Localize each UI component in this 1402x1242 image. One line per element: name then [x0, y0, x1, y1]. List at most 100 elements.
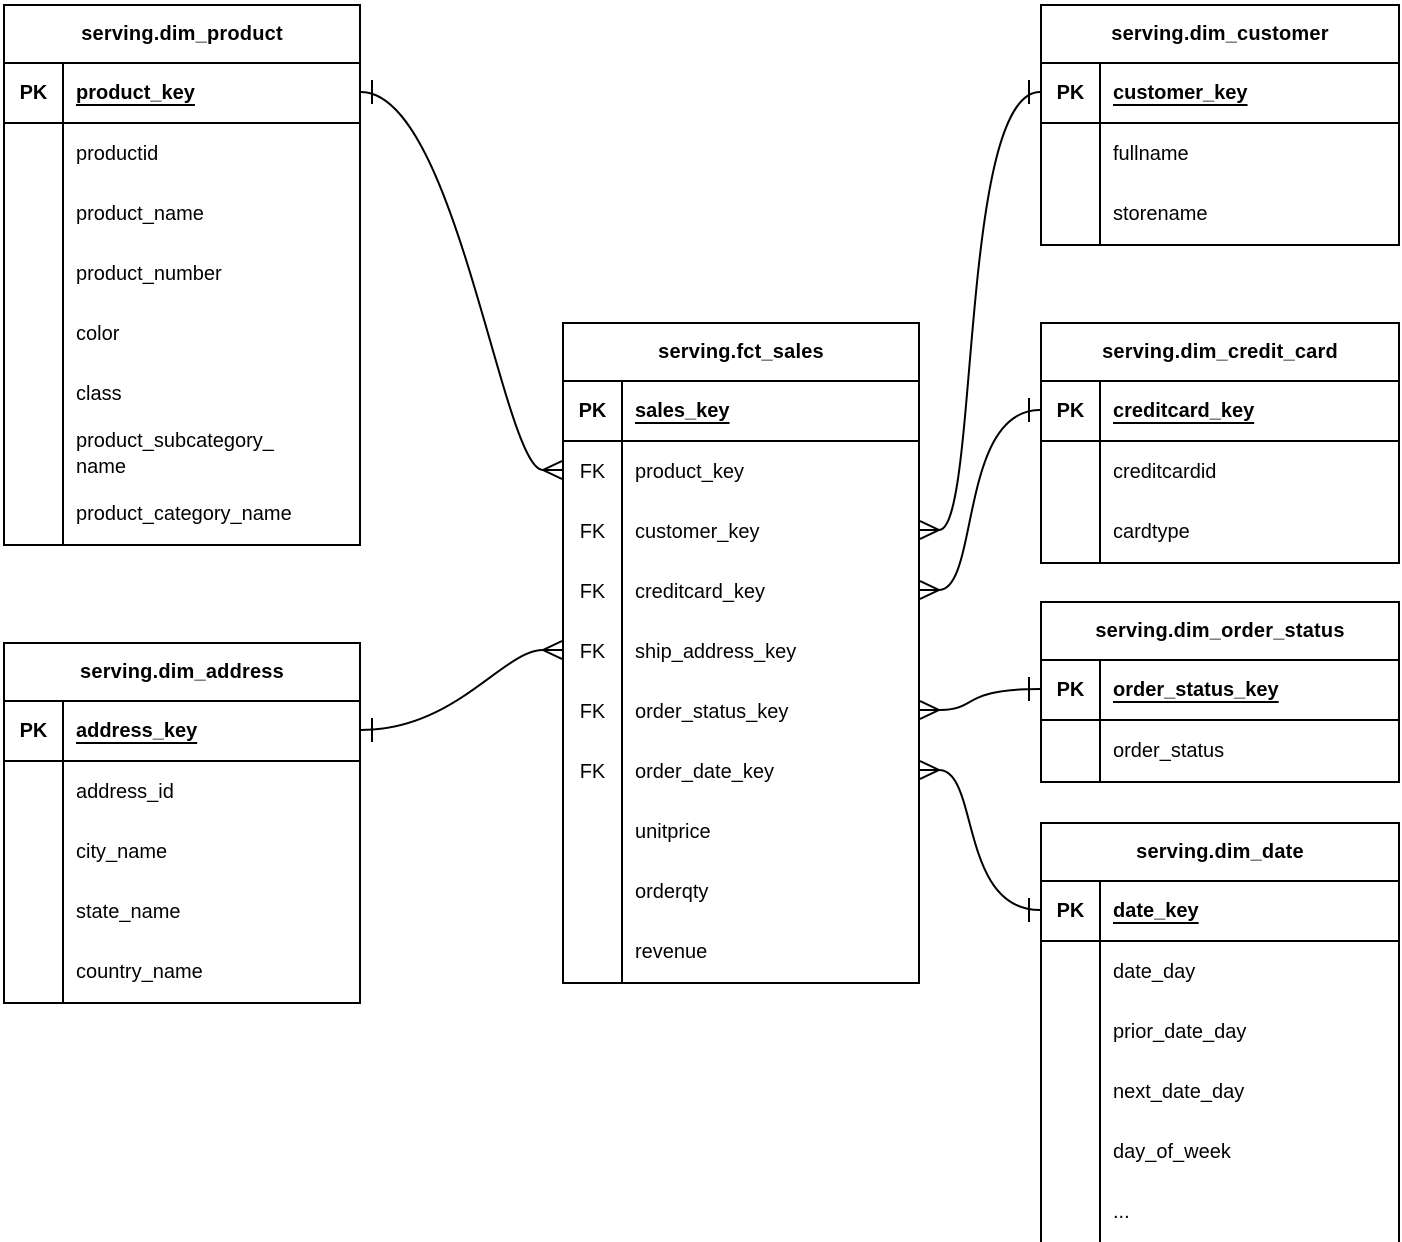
field-row-day-of-week: day_of_week — [1042, 1122, 1398, 1182]
relation-curve — [938, 769, 1041, 911]
crow-foot-many-marker — [919, 520, 940, 540]
field-row-ship-address-key: FK ship_address_key — [564, 622, 918, 682]
field-name: date_key — [1113, 900, 1199, 922]
field-row-creditcardid: creditcardid — [1042, 442, 1398, 502]
pk-tag: PK — [1056, 678, 1085, 701]
fk-tag: FK — [579, 460, 606, 483]
field-row-city-name: city_name — [5, 822, 359, 882]
relation-dim-date-to-fct-sales — [919, 760, 1041, 922]
field-row-revenue: revenue — [564, 922, 918, 982]
relation-dim-address-to-fct-sales — [360, 640, 563, 742]
key-column-divider — [621, 382, 623, 982]
field-row-orderqty: orderqty — [564, 862, 918, 922]
relation-curve — [938, 688, 1041, 711]
fk-tag: FK — [579, 580, 606, 603]
field-row-order-status: order_status — [1042, 721, 1398, 781]
field-name: storename — [1113, 203, 1208, 225]
field-name: address_id — [76, 781, 174, 803]
table-title-dim-address: serving.dim_address — [5, 644, 359, 702]
field-row-next-date-day: next_date_day — [1042, 1062, 1398, 1122]
field-name: class — [76, 383, 122, 405]
crow-foot-many-marker — [542, 640, 563, 660]
field-row-state-name: state_name — [5, 882, 359, 942]
table-body: PK address_key address_id city_name state_na… — [5, 702, 359, 1002]
field-row-storename: storename — [1042, 184, 1398, 244]
field-name: next_date_day — [1113, 1081, 1245, 1103]
field-name: revenue — [635, 941, 708, 963]
field-name: productid — [76, 143, 159, 165]
relation-curve — [360, 91, 544, 471]
relation-curve — [360, 649, 544, 731]
field-name: creditcardid — [1113, 461, 1217, 483]
relation-dim-product-to-fct-sales — [360, 80, 563, 480]
pk-tag: PK — [578, 399, 607, 422]
field-row-fullname: fullname — [1042, 124, 1398, 184]
field-row-country-name: country_name — [5, 942, 359, 1002]
field-row-productid: productid — [5, 124, 359, 184]
field-name: day_of_week — [1113, 1141, 1231, 1163]
field-row-etc: ... — [1042, 1182, 1398, 1242]
field-row-class: class — [5, 364, 359, 424]
field-row-product-category-name: product_category_name — [5, 484, 359, 544]
field-name: fullname — [1113, 143, 1189, 165]
table-title-fct-sales: serving.fct_sales — [564, 324, 918, 382]
key-column-divider — [62, 64, 64, 544]
field-name: sales_key — [635, 400, 730, 422]
pk-row-creditcard-key: PK creditcard_key — [1042, 382, 1398, 442]
field-name: creditcard_key — [1113, 400, 1255, 422]
field-name: product_name — [76, 203, 204, 225]
field-name: cardtype — [1113, 521, 1190, 543]
fk-tag: FK — [579, 520, 606, 543]
table-title-dim-credit-card: serving.dim_credit_card — [1042, 324, 1398, 382]
table-body: PK order_status_key order_status — [1042, 661, 1398, 781]
pk-tag: PK — [19, 719, 48, 742]
field-name: customer_key — [1113, 82, 1248, 104]
relation-curve — [938, 409, 1041, 591]
pk-tag: PK — [1056, 81, 1085, 104]
field-name: order_status_key — [635, 701, 789, 723]
fk-tag: FK — [579, 640, 606, 663]
field-name: creditcard_key — [635, 581, 766, 603]
pk-tag: PK — [1056, 399, 1085, 422]
field-name: order_status_key — [1113, 679, 1279, 701]
field-row-product-name: product_name — [5, 184, 359, 244]
table-title-dim-order-status: serving.dim_order_status — [1042, 603, 1398, 661]
pk-tag: PK — [19, 81, 48, 104]
field-name: order_date_key — [635, 761, 774, 783]
field-name: address_key — [76, 720, 198, 742]
key-column-divider — [1099, 64, 1101, 244]
table-title-dim-customer: serving.dim_customer — [1042, 6, 1398, 64]
field-row-order-date-key: FK order_date_key — [564, 742, 918, 802]
field-name: state_name — [76, 901, 181, 923]
key-column-divider — [1099, 382, 1101, 562]
field-row-creditcard-key: FK creditcard_key — [564, 562, 918, 622]
relation-dim-customer-to-fct-sales — [919, 80, 1041, 540]
field-name: product_number — [76, 263, 222, 285]
field-row-date-day: date_day — [1042, 942, 1398, 1002]
field-name: color — [76, 323, 120, 345]
relation-dim-credit-card-to-fct-sales — [919, 398, 1041, 600]
field-name: ship_address_key — [635, 641, 797, 663]
fk-tag: FK — [579, 760, 606, 783]
key-column-divider — [62, 702, 64, 1002]
table-title-dim-product: serving.dim_product — [5, 6, 359, 64]
crow-foot-many-marker — [919, 580, 940, 600]
field-name: order_status — [1113, 740, 1225, 762]
field-row-color: color — [5, 304, 359, 364]
relation-curve — [938, 91, 1041, 531]
table-title-dim-date: serving.dim_date — [1042, 824, 1398, 882]
pk-row-address-key: PK address_key — [5, 702, 359, 762]
crow-foot-many-marker — [542, 460, 563, 480]
field-row-prior-date-day: prior_date_day — [1042, 1002, 1398, 1062]
